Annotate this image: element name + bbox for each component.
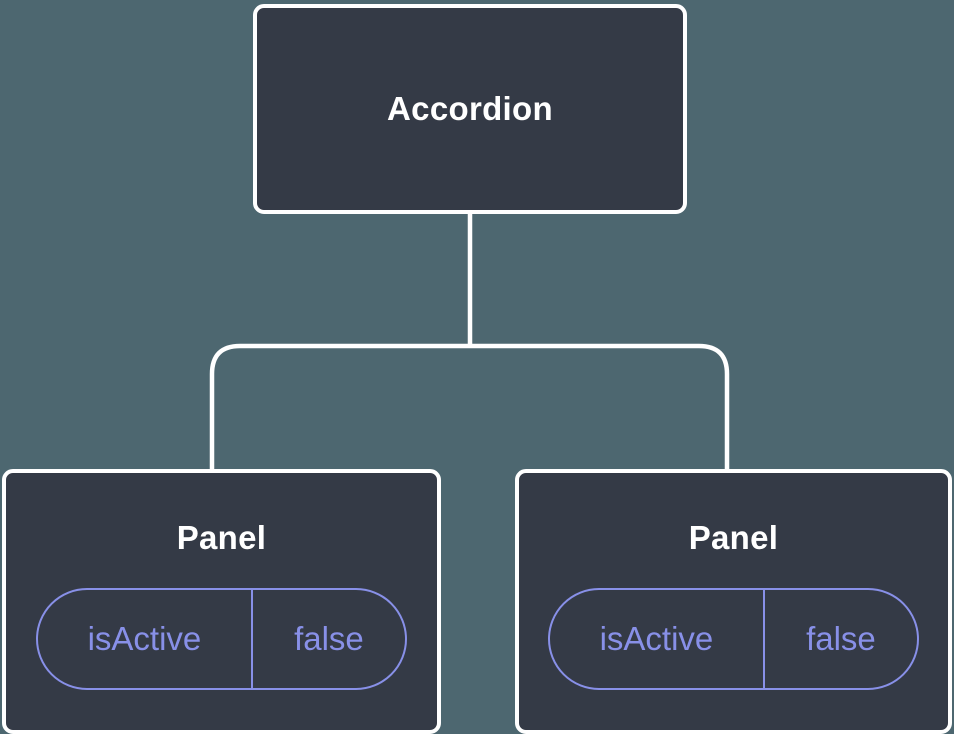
- panel-right-state-pill: isActive false: [548, 588, 919, 690]
- accordion-node: Accordion: [253, 4, 687, 214]
- panel-node-left: Panel isActive false: [2, 469, 441, 734]
- panel-left-state-pill: isActive false: [36, 588, 407, 690]
- connector-bracket: [209, 343, 730, 470]
- panel-node-right: Panel isActive false: [515, 469, 952, 734]
- state-value: false: [250, 590, 405, 688]
- accordion-label: Accordion: [387, 90, 553, 127]
- state-name: isActive: [599, 620, 714, 657]
- panel-right-label: Panel: [688, 519, 779, 556]
- state-value: false: [762, 590, 917, 688]
- state-name: isActive: [87, 620, 202, 657]
- panel-left-label: Panel: [176, 519, 267, 556]
